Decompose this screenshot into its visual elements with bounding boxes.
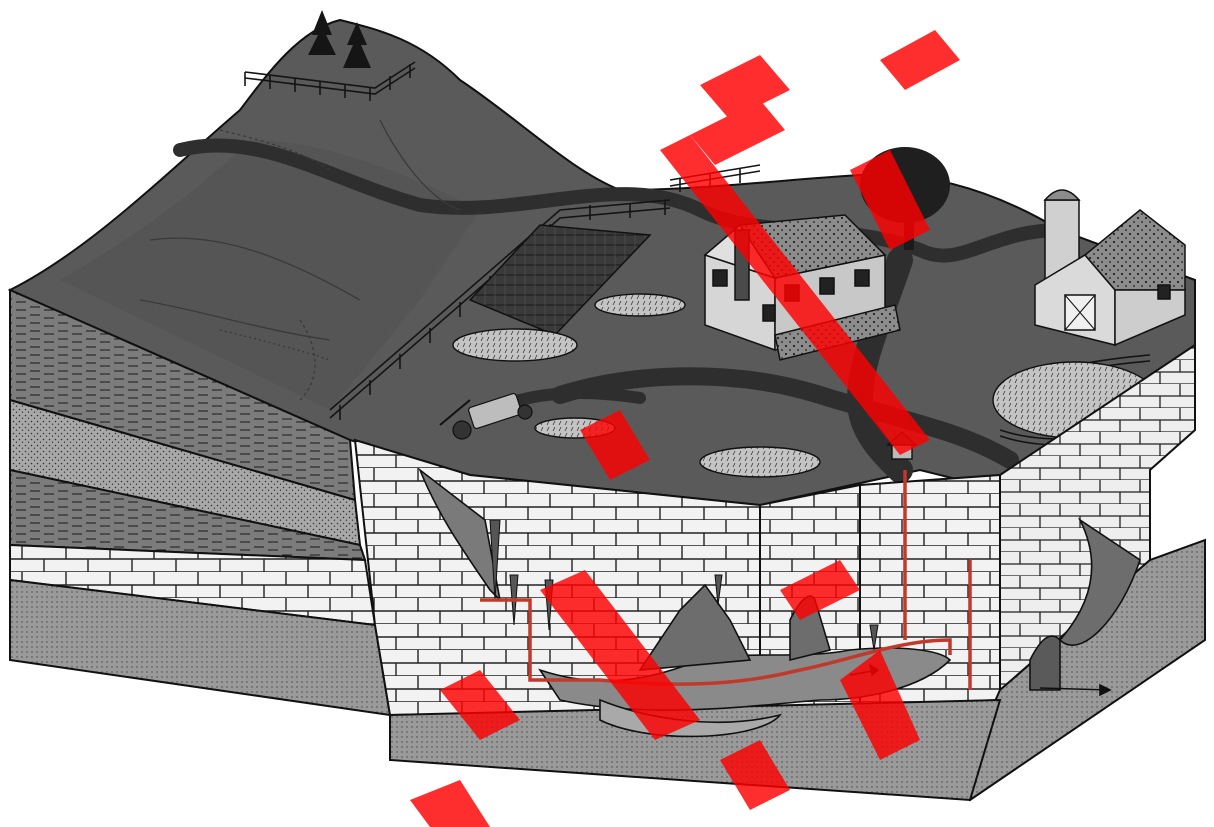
barn — [1035, 190, 1185, 345]
